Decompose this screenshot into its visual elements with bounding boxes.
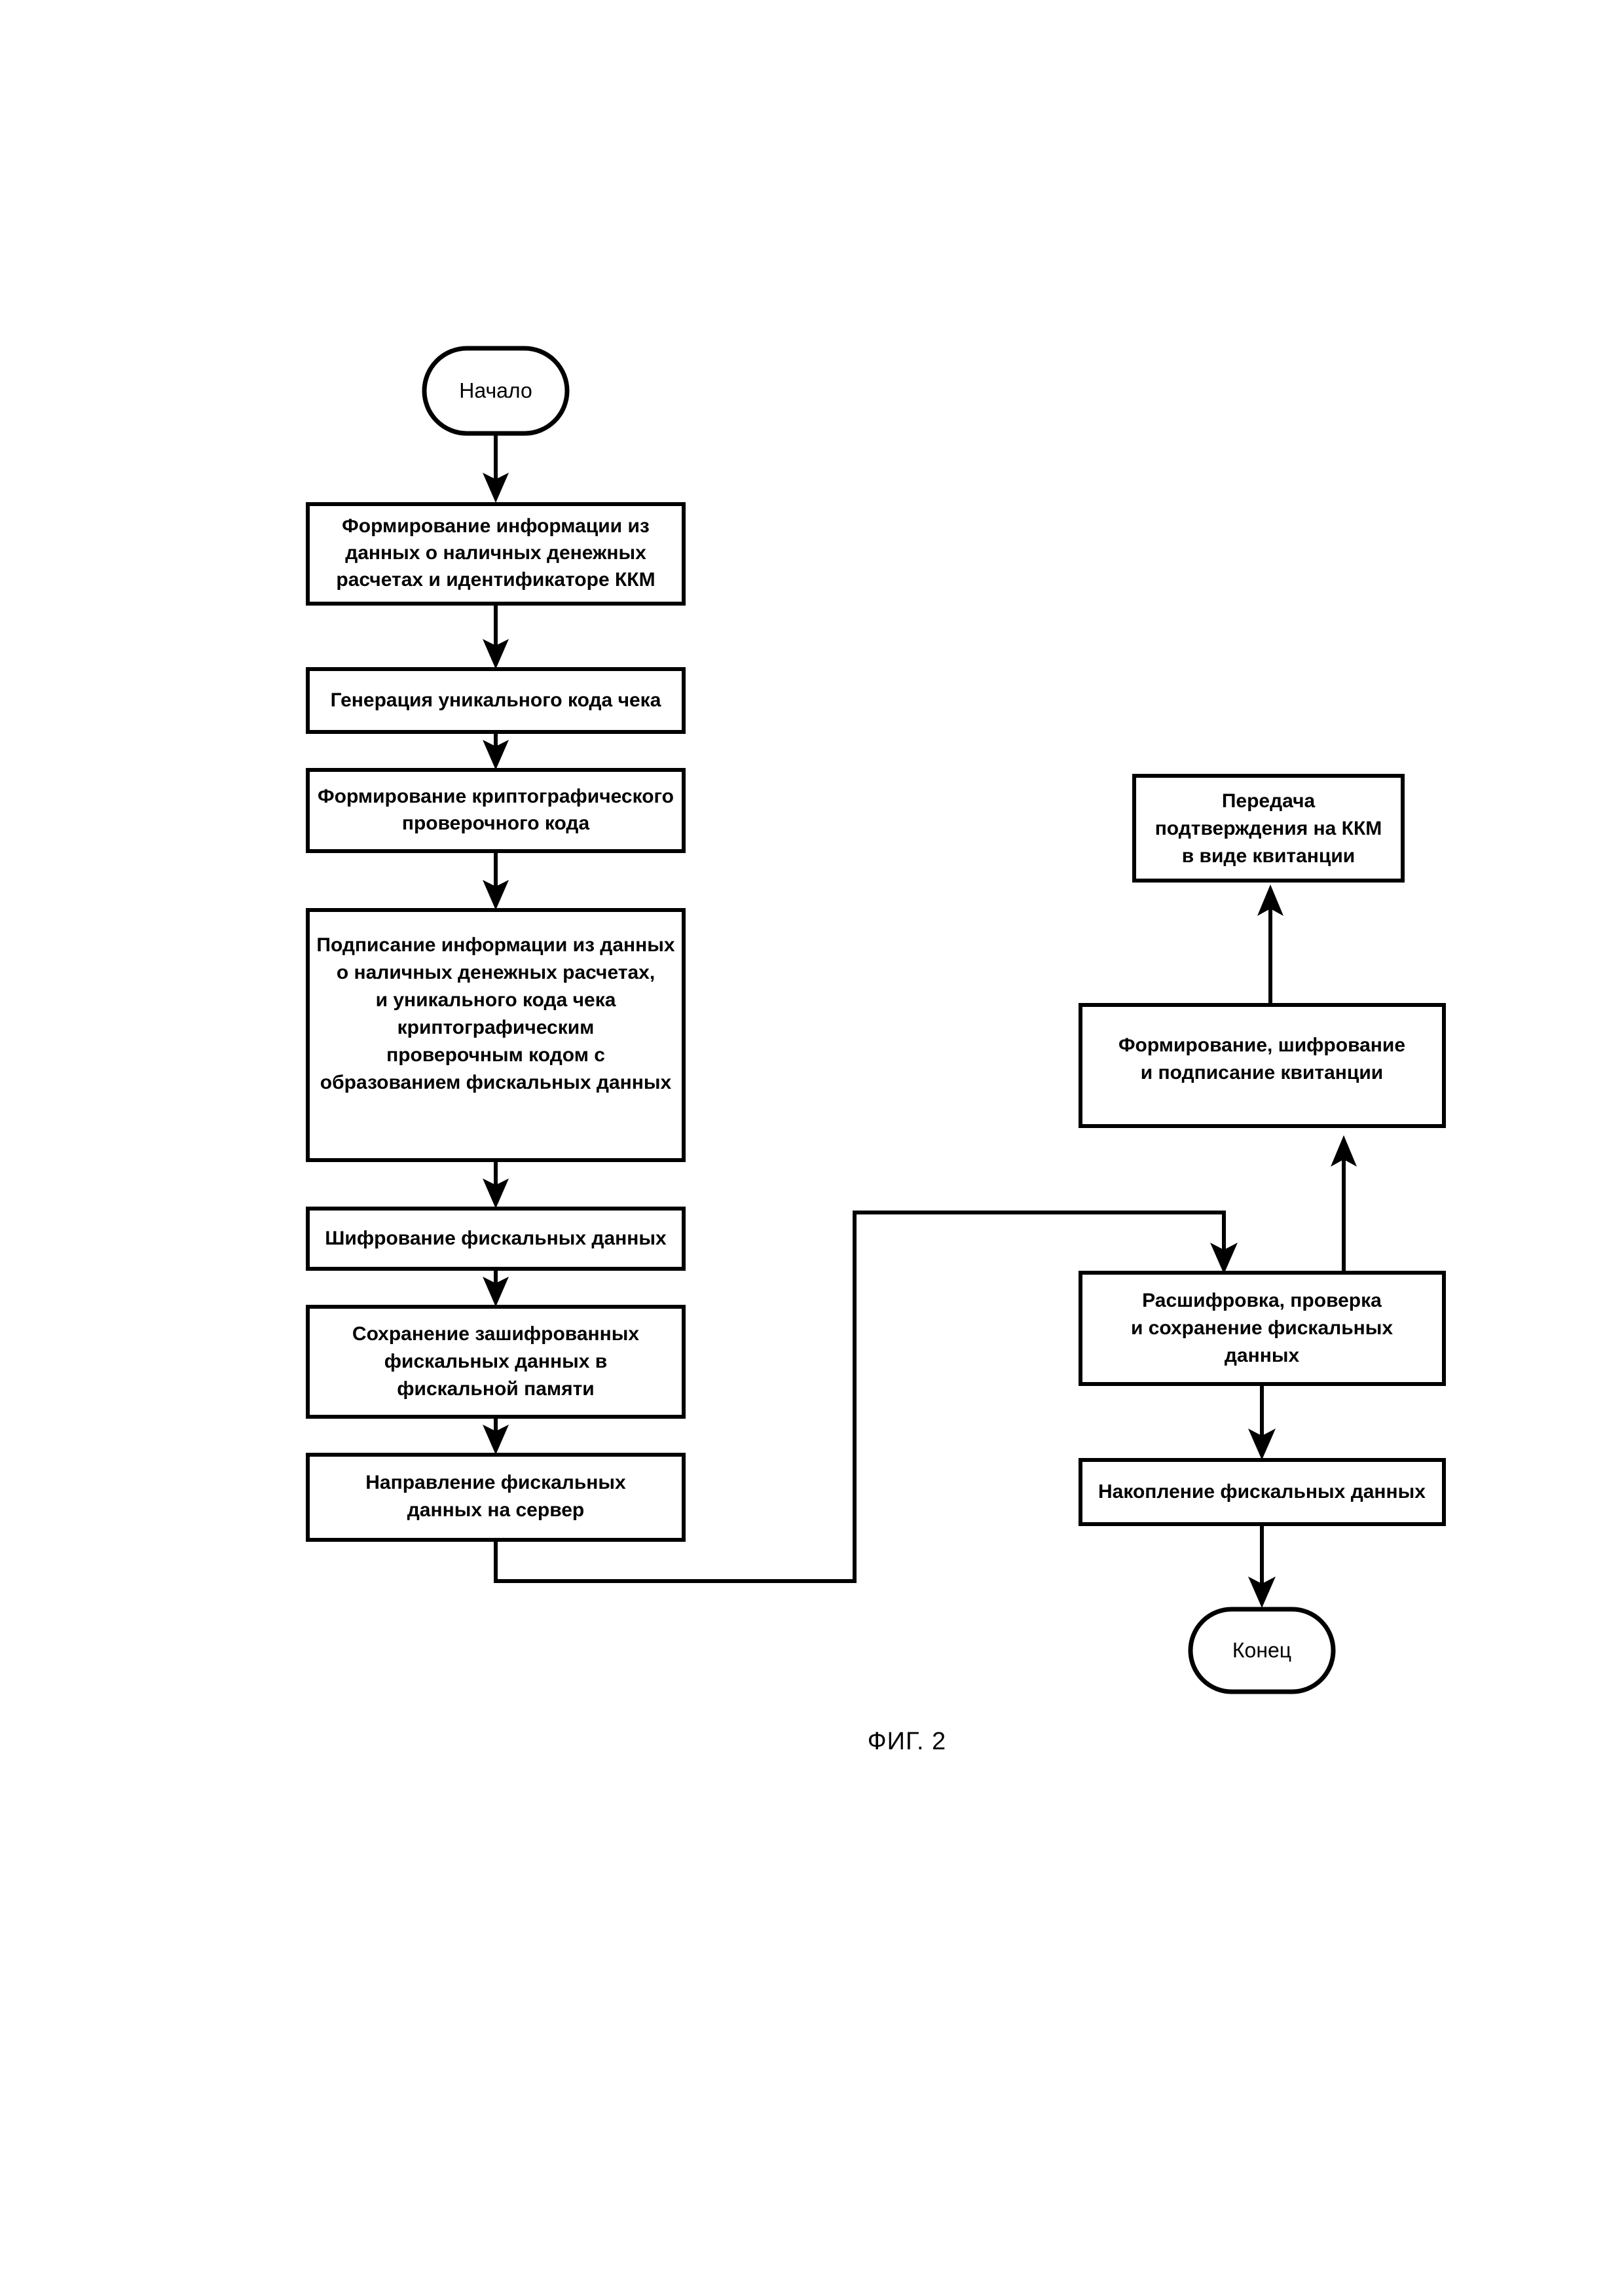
process-node-form-crypto-code-shape	[306, 768, 686, 853]
process-node-transmit-confirmation: Передача подтверждения на ККМ в виде кви…	[1132, 774, 1405, 883]
connector-start-to-form-info	[483, 433, 509, 503]
connector-decrypt-to-receipt	[1331, 1135, 1357, 1273]
figure-caption: ФИГ. 2	[868, 1728, 946, 1755]
process-node-transmit-confirmation-shape	[1132, 774, 1405, 883]
transmit-confirmation-line-1: Передача	[1222, 790, 1316, 812]
form-crypto-code-line-1: Формирование криптографического	[318, 786, 674, 807]
sign-info-line-2: о наличных денежных расчетах,	[337, 962, 655, 983]
sign-info-line-1: Подписание информации из данных	[316, 934, 675, 956]
generate-code-line-1: Генерация уникального кода чека	[331, 689, 661, 711]
connector-accumulate-to-end	[1248, 1524, 1276, 1608]
form-encrypt-sign-receipt-line-1: Формирование, шифрование	[1118, 1034, 1405, 1056]
process-node-send-to-server-shape	[306, 1453, 686, 1542]
send-to-server-line-1: Направление фискальных	[365, 1472, 626, 1493]
save-encrypted-line-3: фискальной памяти	[397, 1378, 594, 1400]
process-node-sign-info-shape	[306, 908, 686, 1162]
connector-server-to-decrypt	[494, 1211, 1238, 1583]
send-to-server-line-2: данных на сервер	[407, 1499, 585, 1521]
save-encrypted-line-1: Сохранение зашифрованных	[352, 1323, 639, 1345]
form-info-line-2: данных о наличных денежных	[345, 542, 646, 564]
process-node-sign-info: Подписание информации из данных о наличн…	[306, 908, 686, 1162]
process-node-generate-code: Генерация уникального кода чека	[306, 667, 686, 734]
process-node-send-to-server: Направление фискальных данных на сервер	[306, 1453, 686, 1542]
connector-encrypt-to-save	[483, 1269, 509, 1307]
connector-save-to-send	[483, 1417, 509, 1455]
end-terminator: Конец	[1188, 1607, 1336, 1694]
form-encrypt-sign-receipt-line-2: и подписание квитанции	[1141, 1062, 1383, 1084]
form-info-line-1: Формирование информации из	[342, 515, 650, 537]
connector-decrypt-to-accumulate	[1248, 1384, 1276, 1460]
save-encrypted-line-2: фискальных данных в	[384, 1351, 607, 1372]
connector-generate-code-to-crypto-code	[483, 732, 509, 770]
encrypt-fiscal-line-1: Шифрование фискальных данных	[325, 1228, 667, 1249]
process-node-accumulate-fiscal-shape	[1079, 1458, 1446, 1526]
form-info-line-3: расчетах и идентификаторе ККМ	[336, 569, 655, 591]
process-node-accumulate-fiscal: Накопление фискальных данных	[1079, 1458, 1446, 1526]
process-node-save-encrypted: Сохранение зашифрованных фискальных данн…	[306, 1305, 686, 1419]
process-node-form-info: Формирование информации из данных о нали…	[306, 502, 686, 606]
sign-info-line-3: и уникального кода чека	[376, 989, 616, 1011]
start-terminator: Начало	[422, 346, 570, 436]
process-node-form-crypto-code: Формирование криптографического провероч…	[306, 768, 686, 853]
start-terminator-label: Начало	[459, 378, 532, 402]
process-node-encrypt-fiscal: Шифрование фискальных данных	[306, 1207, 686, 1271]
end-terminator-label: Конец	[1232, 1638, 1291, 1662]
sign-info-line-5: проверочным кодом с	[386, 1044, 605, 1066]
process-node-form-info-shape	[306, 502, 686, 606]
connector-form-info-to-generate-code	[483, 604, 509, 669]
connector-sign-info-to-encrypt	[483, 1160, 509, 1209]
sign-info-line-4: криптографическим	[397, 1017, 595, 1038]
process-node-generate-code-shape	[306, 667, 686, 734]
process-node-decrypt-verify-store-shape	[1079, 1271, 1446, 1386]
connector-receipt-to-transmit	[1257, 884, 1283, 1005]
connector-crypto-code-to-sign-info	[483, 851, 509, 910]
transmit-confirmation-line-3: в виде квитанции	[1182, 845, 1355, 867]
sign-info-line-6: образованием фискальных данных	[320, 1072, 672, 1093]
process-node-form-encrypt-sign-receipt-shape	[1079, 1003, 1446, 1128]
process-node-decrypt-verify-store: Расшифровка, проверка и сохранение фиска…	[1079, 1271, 1446, 1386]
form-crypto-code-line-2: проверочного кода	[402, 812, 590, 834]
transmit-confirmation-line-2: подтверждения на ККМ	[1155, 818, 1382, 839]
decrypt-verify-store-line-1: Расшифровка, проверка	[1142, 1290, 1382, 1311]
end-terminator-shape	[1188, 1607, 1336, 1694]
accumulate-fiscal-line-1: Накопление фискальных данных	[1098, 1481, 1426, 1503]
decrypt-verify-store-line-3: данных	[1225, 1345, 1300, 1366]
decrypt-verify-store-line-2: и сохранение фискальных	[1131, 1317, 1393, 1339]
process-node-form-encrypt-sign-receipt: Формирование, шифрование и подписание кв…	[1079, 1003, 1446, 1128]
